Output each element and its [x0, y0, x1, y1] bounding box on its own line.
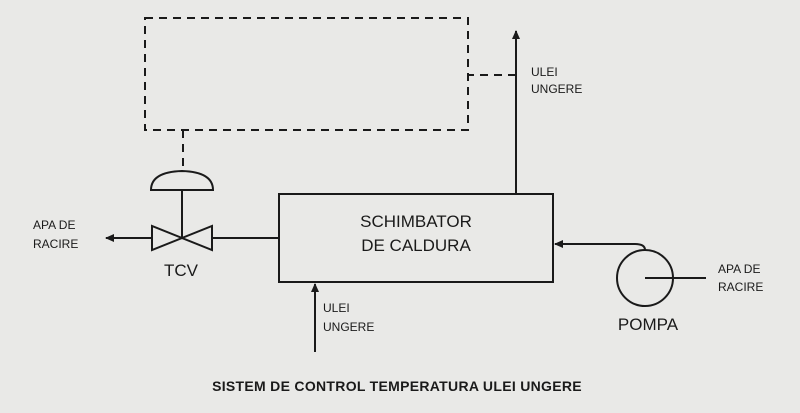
valve-actuator [149, 169, 215, 191]
exchanger-label-line2: DE CALDURA [361, 236, 471, 255]
water-in-label-line1: APA DE [718, 262, 760, 276]
water-in-label-line2: RACIRE [718, 280, 763, 294]
water-out-label-line2: RACIRE [33, 237, 78, 251]
oil-out-label-line2: UNGERE [531, 82, 582, 96]
oil-in-label-line1: ULEI [323, 301, 350, 315]
diagram-caption: SISTEM DE CONTROL TEMPERATURA ULEI UNGER… [212, 378, 582, 394]
exchanger-label-line1: SCHIMBATOR [360, 212, 472, 231]
water-out-label-line1: APA DE [33, 218, 75, 232]
pump-to-exchanger-line [554, 240, 646, 251]
valve-label: TCV [164, 261, 199, 280]
heat-exchanger-box [278, 193, 554, 283]
oil-in-label-line2: UNGERE [323, 320, 374, 334]
oil-out-label-line1: ULEI [531, 65, 558, 79]
controller-box [144, 17, 469, 131]
pump-label: POMPA [618, 315, 679, 334]
